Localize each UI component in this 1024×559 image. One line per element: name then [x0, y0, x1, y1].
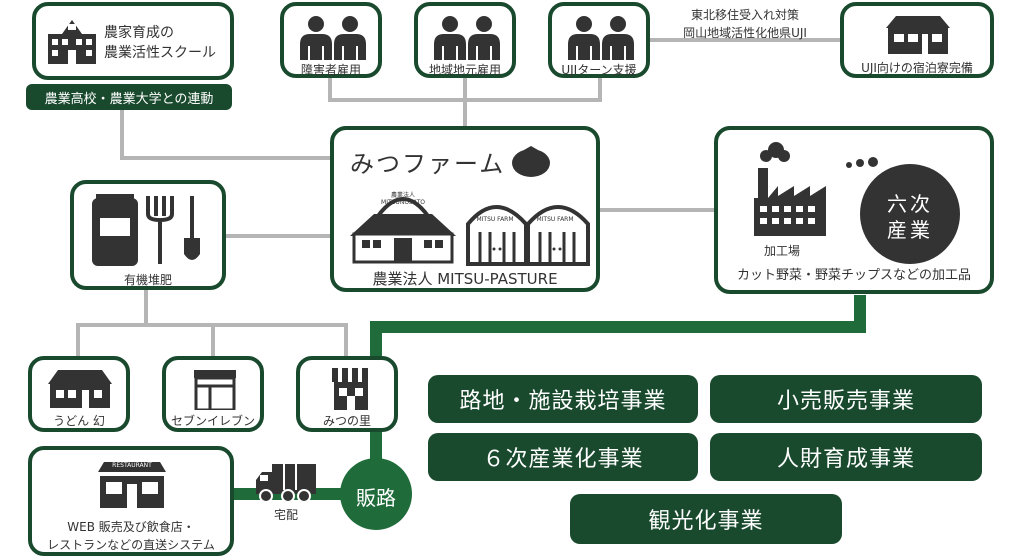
greenhouse-label-right: MITSU FARM [536, 216, 574, 223]
web-restaurant-box: RESTAURANT WEB 販売及び飲食店・ レストランなどの直送システム [28, 446, 234, 556]
dots-icon [846, 157, 878, 168]
school-badge: 農業高校・農業大学との連動 [26, 84, 232, 110]
sales-route-label: 販路 [356, 486, 396, 510]
delivery-label: 宅配 [273, 508, 298, 522]
factory-label: 加工場 [763, 244, 800, 258]
house-icon [886, 16, 950, 54]
people-icon [568, 16, 634, 60]
products-label: カット野菜・野菜チップスなどの加工品 [736, 268, 971, 283]
business-tourism: 観光化事業 [570, 494, 842, 544]
line-school [120, 110, 332, 160]
business-sixth-industrialization: ６次産業化事業 [428, 433, 698, 481]
uturn-support-box: UJIターン支援 [548, 2, 650, 78]
restaurant-sign: RESTAURANT [112, 462, 152, 469]
seven-eleven-box: セブンイレブン [162, 356, 264, 432]
compost-tools-icon [92, 194, 200, 266]
disabled-employment-box: 障害者雇用 [280, 2, 382, 78]
greenhouse-icon [466, 205, 590, 266]
udon-shop-label: うどん 幻 [53, 414, 105, 428]
school-label-line2: 農業活性スクール [104, 45, 216, 61]
barn-icon [350, 197, 456, 264]
barn-label-2: MITSUNOSATO [381, 199, 425, 206]
sixth-industry-circle [860, 164, 960, 264]
seven-eleven-label: セブンイレブン [170, 414, 255, 428]
tomato-icon [512, 146, 550, 177]
uturn-support-label: UJIターン支援 [561, 63, 637, 77]
circle-text-line2: 産業 [887, 218, 933, 242]
dorm-box: UJI向けの宿泊寮完備 [840, 2, 994, 78]
barn-label-1: 農業法人 [390, 192, 415, 199]
disabled-employment-label: 障害者雇用 [300, 63, 361, 77]
school-box: 農家育成の 農業活性スクール [32, 2, 234, 80]
web-label-line1: WEB 販売及び飲食店・ [67, 520, 195, 534]
people-icon [300, 16, 366, 60]
greenhouse-label-left: MITSU FARM [476, 216, 514, 223]
circle-text-line1: 六次 [887, 192, 933, 216]
shop-icon [332, 368, 368, 410]
mitsunosato-shop-box: みつの里 [296, 356, 398, 432]
truck-icon [256, 464, 316, 503]
people-icon [434, 16, 500, 60]
school-label-line1: 農家育成の [104, 25, 174, 41]
sales-route-circle [340, 458, 412, 530]
udon-shop-box: うどん 幻 [28, 356, 130, 432]
compost-label: 有機堆肥 [123, 273, 172, 287]
restaurant-icon [98, 462, 166, 508]
mitsu-farm-box: みつファーム 農業法人 MITSUNOSATO MITSU FARM MITSU… [330, 126, 600, 292]
business-retail-sales: 小売販売事業 [710, 375, 982, 423]
farm-title: みつファーム [350, 150, 506, 178]
factory-icon [754, 142, 826, 236]
farm-name: 農業法人 MITSU-PASTURE [372, 270, 558, 288]
house-icon [48, 370, 112, 408]
local-employment-label: 地域地元雇用 [428, 63, 501, 77]
policy-line2: 岡山地域活性化他県UJI [683, 26, 807, 40]
mitsunosato-shop-label: みつの里 [322, 414, 371, 428]
policy-line1: 東北移住受入れ対策 [690, 8, 799, 22]
business-human-resources: 人財育成事業 [710, 433, 982, 481]
school-icon [48, 20, 96, 64]
compost-box: 有機堆肥 [70, 180, 226, 290]
web-label-line2: レストランなどの直送システム [47, 538, 215, 552]
local-employment-box: 地域地元雇用 [414, 2, 516, 78]
sixth-industry-box: 加工場 六次 産業 カット野菜・野菜チップスなどの加工品 [714, 126, 994, 294]
business-field-cultivation: 路地・施設栽培事業 [428, 375, 698, 423]
dorm-label: UJI向けの宿泊寮完備 [861, 61, 973, 75]
convenience-store-icon [194, 370, 236, 410]
